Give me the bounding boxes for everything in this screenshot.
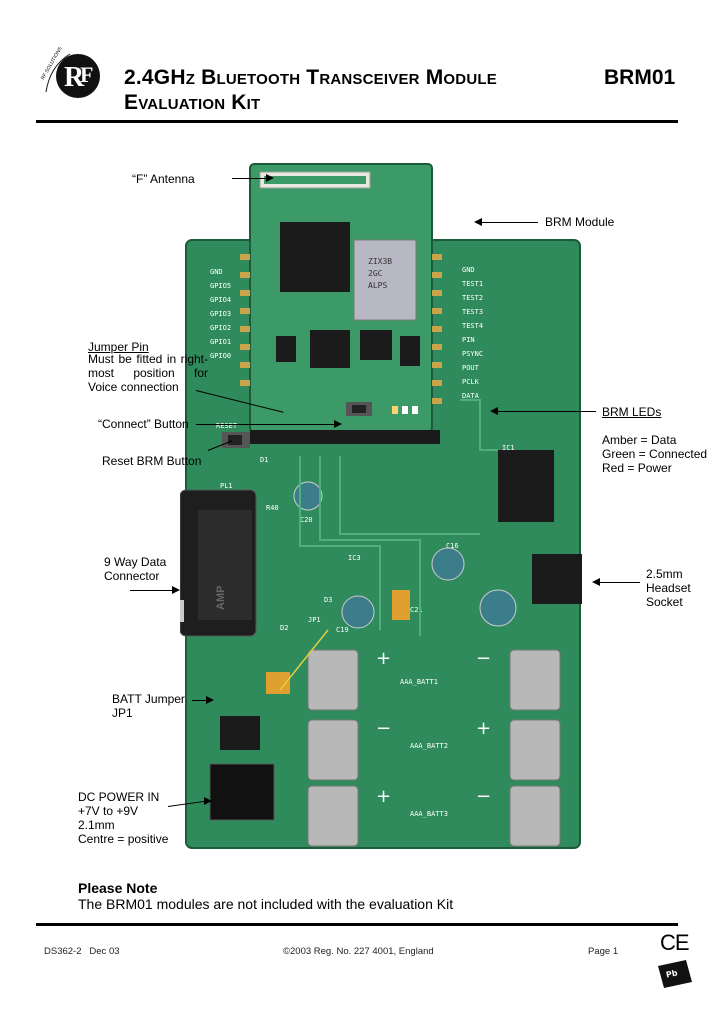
svg-text:+: + xyxy=(376,786,391,807)
footer-rule xyxy=(36,923,678,926)
svg-text:GND: GND xyxy=(210,268,223,276)
led-green-label: Green = Connected xyxy=(602,447,708,461)
svg-text:GPIO5: GPIO5 xyxy=(210,282,231,290)
svg-text:C16: C16 xyxy=(446,542,459,550)
svg-text:R: R xyxy=(64,62,85,93)
svg-text:GPIO0: GPIO0 xyxy=(210,352,231,360)
brm-module-arrowhead xyxy=(474,218,482,226)
connect-button-arrowhead xyxy=(334,420,342,428)
batt-jumper-arrowhead xyxy=(206,696,214,704)
svg-text:PIN: PIN xyxy=(462,336,475,344)
batt-jumper-label: BATT Jumper JP1 xyxy=(112,692,185,720)
svg-text:R40: R40 xyxy=(266,504,279,512)
svg-text:IC3: IC3 xyxy=(348,554,361,562)
svg-text:RESET: RESET xyxy=(216,422,238,430)
svg-text:TEST4: TEST4 xyxy=(462,322,483,330)
headset-arrowhead xyxy=(592,578,600,586)
svg-text:2GC: 2GC xyxy=(368,269,383,278)
brm-leds-arrow xyxy=(496,411,596,412)
note-title: Please Note xyxy=(78,880,158,896)
dc-power-line1: DC POWER IN xyxy=(78,790,160,804)
document-code: BRM01 xyxy=(604,66,676,89)
svg-text:+: + xyxy=(476,718,491,739)
svg-text:GPIO3: GPIO3 xyxy=(210,310,231,318)
svg-text:GPIO2: GPIO2 xyxy=(210,324,231,332)
page-title-line1: 2.4GHz Bluetooth Transceiver Module xyxy=(124,66,497,89)
header-rule xyxy=(36,120,678,123)
jumper-pin-description: Must be fitted in right-most position fo… xyxy=(88,352,208,394)
antenna-arrowhead xyxy=(266,174,274,182)
lead-free-logo: Pb xyxy=(656,958,694,990)
svg-text:IC1: IC1 xyxy=(502,444,515,452)
connect-button-label: “Connect” Button xyxy=(98,417,189,431)
svg-text:Pb: Pb xyxy=(665,968,678,979)
svg-text:PL1: PL1 xyxy=(220,482,233,490)
svg-text:C19: C19 xyxy=(336,626,349,634)
jumper-pin-title: Jumper Pin xyxy=(88,340,149,354)
svg-text:D3: D3 xyxy=(324,596,332,604)
svg-text:ZIX3B: ZIX3B xyxy=(368,257,392,266)
antenna-arrow xyxy=(232,178,268,179)
svg-text:AAA_BATT1: AAA_BATT1 xyxy=(400,678,438,686)
svg-text:ALPS: ALPS xyxy=(368,281,387,290)
svg-text:−: − xyxy=(376,718,391,739)
headset-line3: Socket xyxy=(646,595,683,609)
svg-text:JP1: JP1 xyxy=(308,616,321,624)
svg-text:GPIO4: GPIO4 xyxy=(210,296,231,304)
svg-text:D1: D1 xyxy=(260,456,268,464)
svg-text:GPIO1: GPIO1 xyxy=(210,338,231,346)
data-connector-label: 9 Way Data Connector xyxy=(104,555,167,583)
svg-text:C21: C21 xyxy=(410,606,423,614)
note-body: The BRM01 modules are not included with … xyxy=(78,896,454,912)
dc-power-line2: +7V to +9V xyxy=(78,804,139,818)
svg-text:POUT: POUT xyxy=(462,364,480,372)
headset-line1: 2.5mm xyxy=(646,567,683,581)
brm-leds-title: BRM LEDs xyxy=(602,405,662,419)
batt-jumper-arrow xyxy=(192,700,208,701)
svg-text:AMP: AMP xyxy=(215,586,227,610)
svg-text:+: + xyxy=(376,648,391,669)
page-title-line2: Evaluation Kit xyxy=(124,91,261,114)
svg-text:D2: D2 xyxy=(280,624,288,632)
ce-mark: CE xyxy=(660,930,690,955)
brm-module-arrow xyxy=(480,222,538,223)
svg-text:F: F xyxy=(80,62,93,87)
dc-power-arrowhead xyxy=(204,797,212,805)
svg-text:DATA: DATA xyxy=(462,392,480,400)
reset-button-label: Reset BRM Button xyxy=(102,454,202,468)
svg-text:PCLK: PCLK xyxy=(462,378,480,386)
dc-power-line4: Centre = positive xyxy=(78,832,169,846)
svg-text:TEST1: TEST1 xyxy=(462,280,483,288)
led-amber-label: Amber = Data xyxy=(602,433,677,447)
svg-text:TEST3: TEST3 xyxy=(462,308,483,316)
company-logo: R F RF SOLUTIONS xyxy=(40,46,114,104)
svg-text:−: − xyxy=(476,786,491,807)
svg-text:PSYNC: PSYNC xyxy=(462,350,483,358)
dc-power-line3: 2.1mm xyxy=(78,818,115,832)
svg-text:C20: C20 xyxy=(300,516,313,524)
footer-page: Page 1 xyxy=(588,946,619,957)
data-connector-arrowhead xyxy=(172,586,180,594)
svg-text:TEST2: TEST2 xyxy=(462,294,483,302)
svg-text:AAA_BATT3: AAA_BATT3 xyxy=(410,810,448,818)
connect-button-arrow xyxy=(196,424,336,425)
svg-text:AAA_BATT2: AAA_BATT2 xyxy=(410,742,448,750)
data-connector-arrow xyxy=(130,590,174,591)
svg-text:GND: GND xyxy=(462,266,475,274)
svg-text:−: − xyxy=(476,648,491,669)
brm-module-label: BRM Module xyxy=(545,215,615,229)
footer-doc-ref: DS362-2 Dec 03 xyxy=(44,946,120,957)
brm-leds-arrowhead xyxy=(490,407,498,415)
headset-arrow xyxy=(598,582,640,583)
headset-line2: Headset xyxy=(646,581,691,595)
antenna-label: “F” Antenna xyxy=(132,172,195,186)
footer-copyright: ©2003 Reg. No. 227 4001, England xyxy=(283,946,434,957)
led-red-label: Red = Power xyxy=(602,461,672,475)
